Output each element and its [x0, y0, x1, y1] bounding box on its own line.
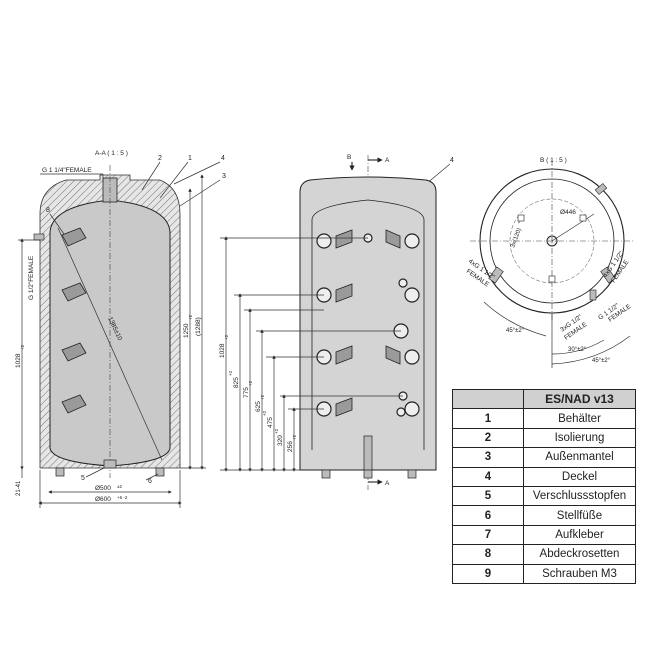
dim-1028-mid: 1028: [219, 343, 226, 358]
row-part-name: Schrauben M3: [523, 563, 636, 584]
dim-1250-tol: +2: [188, 314, 193, 320]
dim-775-tol: +2: [248, 380, 253, 386]
row-num: 6: [452, 505, 524, 526]
front-foot-right: [407, 469, 417, 479]
dim-475: 475: [267, 417, 274, 428]
label-side-connection: G 1/2"FEMALE: [28, 255, 35, 300]
front-jacket: [299, 176, 437, 471]
parts-table-title: ES/NAD v13: [523, 388, 636, 410]
row-part-name: Außenmantel: [523, 447, 636, 468]
bottom-plug: [103, 459, 117, 469]
dim-d600: Ø600: [95, 496, 111, 503]
inner-flanges: [61, 227, 87, 414]
foot-right: [155, 467, 165, 477]
row-num: 1: [452, 408, 524, 429]
section-aa-view: A-A ( 1 : 5 ) 1385±10 2 1 4 3 8: [15, 150, 226, 508]
dim-825: 825: [233, 377, 240, 388]
row-part-name: Deckel: [523, 466, 636, 487]
dim-1028-left-tol: +2: [20, 344, 25, 350]
marker-a-top: A: [385, 157, 390, 164]
front-view: B A A 4: [219, 154, 454, 490]
row-num: 8: [452, 544, 524, 565]
dim-1028-left: 1028: [15, 353, 22, 368]
dim-21-41: 21-41: [16, 480, 22, 496]
parts-table-header-blank: [452, 388, 524, 410]
row-num: 2: [452, 427, 524, 449]
dim-475-tol: +2: [262, 410, 267, 416]
plan-nozzle-right: [600, 266, 616, 284]
row-num: 9: [452, 563, 524, 584]
row-part-name: Stellfüße: [523, 505, 636, 526]
dim-d600-tol: +6 -2: [117, 495, 128, 500]
callout-6: 6: [148, 478, 152, 485]
dim-256-tol: +2: [292, 434, 297, 440]
dim-625-tol: +2: [260, 394, 265, 400]
front-stickers: [335, 229, 401, 417]
callout-1: 1: [188, 155, 192, 162]
callout-2: 2: [158, 155, 162, 162]
angle-45-left: 45°±2°: [506, 328, 525, 334]
front-bottom-sleeve: [363, 435, 373, 471]
height-dimensions: [220, 236, 403, 472]
row-num: 4: [452, 466, 524, 487]
row-num: 7: [452, 524, 524, 546]
row-part-name: Behälter: [523, 408, 636, 429]
section-aa-label: A-A ( 1 : 5 ): [95, 150, 128, 157]
row-part-name: Verschlussstopfen: [523, 485, 636, 507]
dim-1250: 1250: [183, 323, 190, 338]
dim-320-tol: +2: [274, 428, 279, 434]
label-top-connection: G 1 1/4"FEMALE: [42, 167, 92, 174]
dim-d446: Ø446: [560, 209, 576, 216]
callout-8: 8: [46, 207, 50, 214]
callout-4-front: 4: [450, 157, 454, 164]
plan-nozzle-top: [594, 183, 608, 195]
front-foot-mid: [363, 469, 373, 479]
section-b-label: B ( 1 : 5 ): [540, 157, 567, 164]
dim-825-tol: +2: [228, 370, 233, 376]
callout-3: 3: [222, 173, 226, 180]
dim-775: 775: [243, 387, 250, 398]
callout-4: 4: [221, 155, 225, 162]
front-inner-tank: [311, 199, 425, 450]
row-part-name: Aufkleber: [523, 524, 636, 546]
plan-nozzle-left: [488, 266, 504, 284]
section-b-view: B ( 1 : 5 ) Ø446 3x(120) +2 4xG 1 1/2" F…: [465, 157, 634, 368]
row-num: 3: [452, 447, 524, 468]
parts-table-header: ES/NAD v13: [452, 388, 636, 410]
marker-a-bottom: A: [385, 480, 390, 487]
row-part-name: Abdeckrosetten: [523, 544, 636, 565]
dim-320: 320: [277, 435, 284, 446]
dim-1288: (1288): [195, 317, 202, 336]
dim-d500: Ø500: [95, 485, 111, 492]
side-connector: [33, 233, 45, 241]
dim-625: 625: [255, 401, 262, 412]
row-num: 5: [452, 485, 524, 507]
callout-5: 5: [81, 475, 85, 482]
dim-d500-tol: ±2: [117, 484, 122, 489]
row-part-name: Isolierung: [523, 427, 636, 449]
dim-256: 256: [287, 441, 294, 452]
angle-45-right: 45°±2°: [592, 358, 611, 364]
marker-b: B: [347, 154, 351, 161]
plan-nozzle-bottom: [589, 289, 597, 301]
foot-left: [55, 467, 65, 477]
front-foot-left: [321, 469, 331, 479]
dim-1028-mid-tol: +2: [224, 334, 229, 340]
angle-30: 30°±2°: [568, 347, 587, 353]
